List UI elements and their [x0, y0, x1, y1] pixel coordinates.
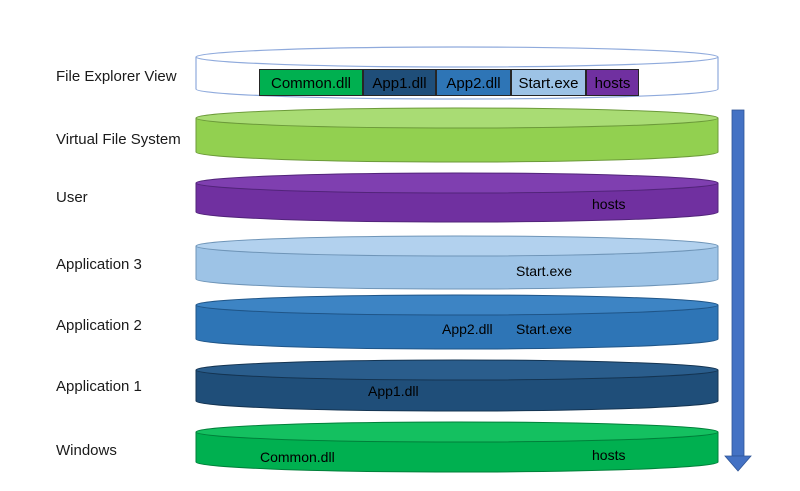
- row-label-virtual-file-system: Virtual File System: [56, 131, 181, 148]
- row-label-file-explorer-view: File Explorer View: [56, 68, 177, 85]
- windows-file-hosts: hosts: [592, 447, 626, 463]
- layer-disk-virtual-file-system: [195, 107, 719, 163]
- layer-disk-user: [195, 172, 719, 223]
- file-chip-common-dll: Common.dll: [259, 69, 363, 96]
- row-label-application-2: Application 2: [56, 317, 142, 334]
- file-chip-start-exe: Start.exe: [511, 69, 586, 96]
- row-label-application-3: Application 3: [56, 256, 142, 273]
- file-chip-hosts: hosts: [586, 69, 639, 96]
- layer-disk-windows: [195, 421, 719, 473]
- app2-file-app2-dll: App2.dll: [442, 321, 493, 337]
- app1-file-app1-dll: App1.dll: [368, 383, 419, 399]
- row-label-application-1: Application 1: [56, 378, 142, 395]
- windows-file-common-dll: Common.dll: [260, 449, 335, 465]
- file-chip-app1-dll: App1.dll: [363, 69, 436, 96]
- file-chip-app2-dll: App2.dll: [436, 69, 511, 96]
- layer-disk-application-3: [195, 235, 719, 290]
- app2-file-start-exe: Start.exe: [516, 321, 573, 337]
- layer-disk-application-2: [195, 294, 719, 350]
- row-label-user: User: [56, 189, 88, 206]
- user-file-hosts: hosts: [592, 196, 626, 212]
- row-label-windows: Windows: [56, 442, 117, 459]
- app3-file-start-exe: Start.exe: [516, 263, 573, 279]
- down-arrow-icon: [724, 109, 752, 472]
- layer-disk-application-1: [195, 359, 719, 412]
